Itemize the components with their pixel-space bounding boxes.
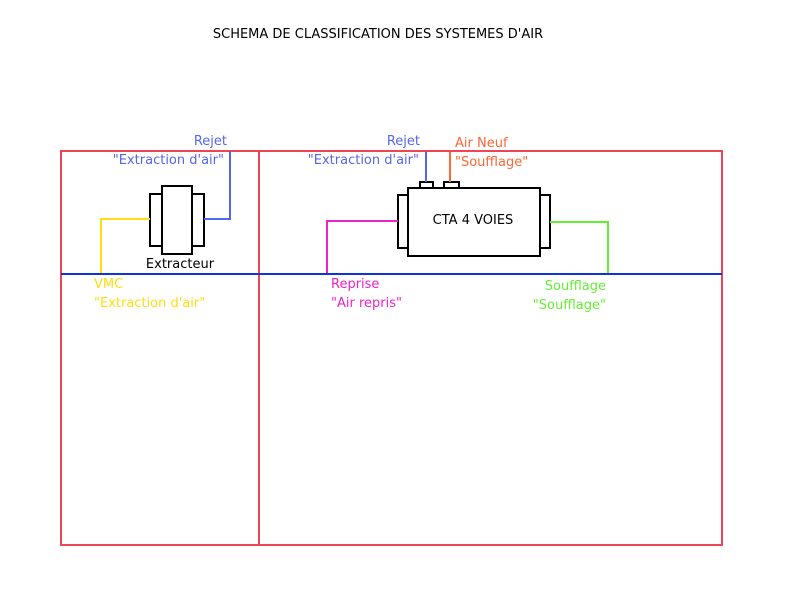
diagram-title: SCHEMA DE CLASSIFICATION DES SYSTEMES D'… <box>213 27 543 42</box>
reprise-title: Reprise <box>331 277 379 292</box>
cta-right-flange <box>539 194 551 249</box>
extracteur-right-flange <box>191 193 205 247</box>
reprise-sub: "Air repris" <box>331 296 402 311</box>
rejet-title-right: Rejet <box>387 134 420 149</box>
extracteur-label: Extracteur <box>146 257 215 272</box>
soufflage-duct <box>550 221 609 273</box>
cta-device <box>397 181 551 257</box>
extracteur-left-flange <box>149 193 163 247</box>
air-neuf-title: Air Neuf <box>455 136 508 151</box>
reprise-duct <box>326 220 398 273</box>
extracteur-body <box>161 185 193 255</box>
soufflage-title: Soufflage <box>545 279 606 294</box>
rejet-duct-left <box>204 151 231 220</box>
soufflage-sub: "Soufflage" <box>533 298 606 313</box>
rejet-title-left: Rejet <box>194 134 227 149</box>
building-frame <box>60 150 723 546</box>
cta-label: CTA 4 VOIES <box>433 213 514 228</box>
rejet-sub-right: "Extraction d'air" <box>308 153 419 168</box>
rejet-sub-left: "Extraction d'air" <box>113 153 224 168</box>
air-neuf-sub: "Soufflage" <box>455 155 528 170</box>
extracteur-device <box>149 185 205 255</box>
vmc-duct <box>100 218 150 273</box>
cta-left-flange <box>397 194 409 249</box>
cta-body <box>407 187 541 257</box>
vmc-title: VMC <box>94 277 123 292</box>
vmc-sub: "Extraction d'air" <box>94 296 205 311</box>
